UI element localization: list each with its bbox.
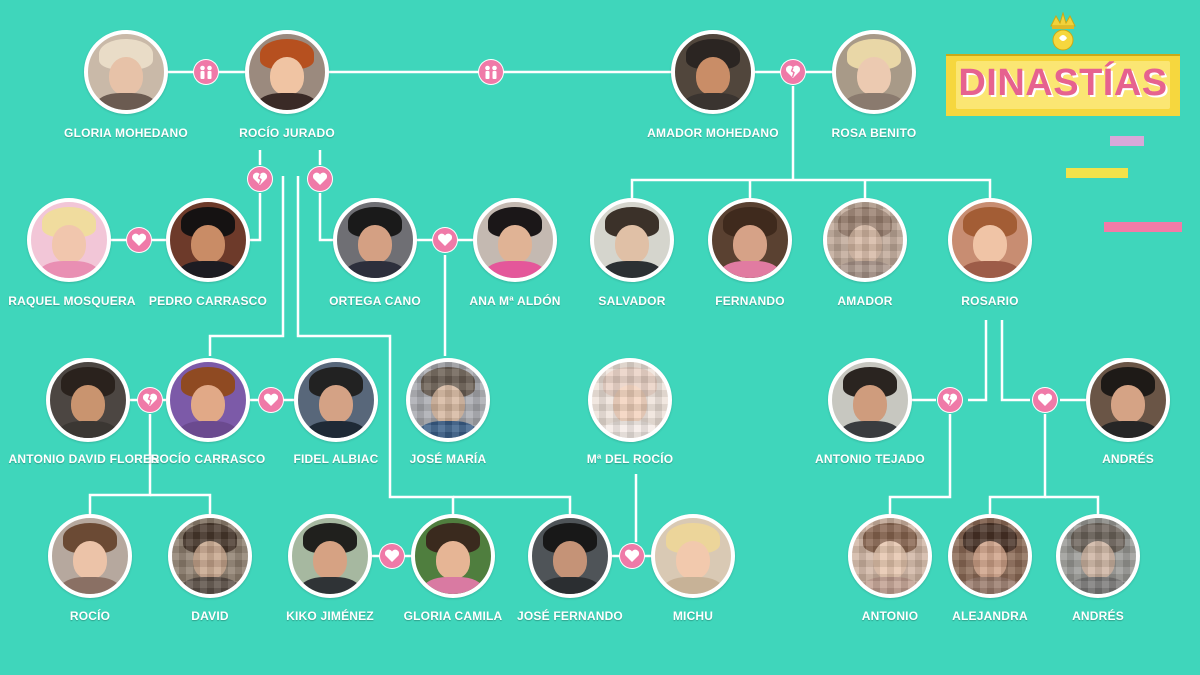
name-label: ROCÍO JURADO bbox=[239, 126, 335, 140]
broken-heart-icon bbox=[137, 387, 163, 413]
portrait-david-pixelated bbox=[168, 514, 252, 598]
name-label: GLORIA CAMILA bbox=[403, 609, 503, 623]
siblings-icon bbox=[478, 59, 504, 85]
name-label: JOSÉ MARÍA bbox=[409, 452, 487, 466]
name-label: ANA Mª ALDÓN bbox=[469, 294, 561, 308]
portrait-raquel-mosquera bbox=[27, 198, 111, 282]
heart-icon bbox=[258, 387, 284, 413]
portrait-rosario bbox=[948, 198, 1032, 282]
portrait-fidel-albiac bbox=[294, 358, 378, 442]
name-label: ANDRÉS bbox=[1102, 452, 1154, 466]
name-label: ROSA BENITO bbox=[831, 126, 917, 140]
portrait-ana-aldon bbox=[473, 198, 557, 282]
broken-heart-icon bbox=[247, 166, 273, 192]
name-label: MICHU bbox=[672, 609, 714, 623]
heart-icon bbox=[432, 227, 458, 253]
name-label: ANTONIO bbox=[861, 609, 919, 623]
portrait-gloria-mohedano bbox=[84, 30, 168, 114]
heart-icon bbox=[126, 227, 152, 253]
portrait-antonio-pixelated bbox=[848, 514, 932, 598]
name-label: Mª DEL ROCÍO bbox=[586, 452, 674, 466]
name-label: FERNANDO bbox=[715, 294, 785, 308]
name-label: ANTONIO DAVID FLORES bbox=[8, 452, 160, 466]
heart-icon bbox=[1032, 387, 1058, 413]
portrait-ma-del-rocio-pixelated bbox=[588, 358, 672, 442]
dinastias-logo: DINASTÍAS bbox=[946, 12, 1180, 116]
portrait-rocio-jurado bbox=[245, 30, 329, 114]
portrait-ortega-cano bbox=[333, 198, 417, 282]
portrait-fernando bbox=[708, 198, 792, 282]
broken-heart-icon bbox=[937, 387, 963, 413]
name-label: GLORIA MOHEDANO bbox=[64, 126, 188, 140]
name-label: ORTEGA CANO bbox=[329, 294, 421, 308]
decorative-bar-lilac bbox=[1110, 136, 1144, 146]
name-label: AMADOR bbox=[837, 294, 893, 308]
name-label: JOSÉ FERNANDO bbox=[517, 609, 623, 623]
portrait-gloria-camila bbox=[411, 514, 495, 598]
heart-icon bbox=[619, 543, 645, 569]
name-label: SALVADOR bbox=[598, 294, 666, 308]
decorative-bar-pink bbox=[1104, 222, 1182, 232]
portrait-salvador bbox=[590, 198, 674, 282]
name-label: KIKO JIMÉNEZ bbox=[286, 609, 374, 623]
portrait-alejandra-pixelated bbox=[948, 514, 1032, 598]
portrait-antonio-david-flores bbox=[46, 358, 130, 442]
broken-heart-icon bbox=[780, 59, 806, 85]
portrait-rosa-benito bbox=[832, 30, 916, 114]
name-label: ROCÍO bbox=[69, 609, 111, 623]
crown-icon bbox=[1050, 12, 1076, 51]
name-label: ROCÍO CARRASCO bbox=[150, 452, 266, 466]
portrait-michu bbox=[651, 514, 735, 598]
name-label: AMADOR MOHEDANO bbox=[647, 126, 779, 140]
portrait-kiko-jimenez bbox=[288, 514, 372, 598]
name-label: ALEJANDRA bbox=[952, 609, 1028, 623]
name-label: FIDEL ALBIAC bbox=[293, 452, 379, 466]
logo-title: DINASTÍAS bbox=[958, 62, 1168, 104]
portrait-pedro-carrasco bbox=[166, 198, 250, 282]
name-label: ANDRÉS bbox=[1072, 609, 1124, 623]
heart-icon bbox=[307, 166, 333, 192]
portrait-andres-adult bbox=[1086, 358, 1170, 442]
portrait-antonio-tejado bbox=[828, 358, 912, 442]
decorative-bar-yellow bbox=[1066, 168, 1128, 178]
portrait-jose-fernando bbox=[528, 514, 612, 598]
heart-icon bbox=[379, 543, 405, 569]
siblings-icon bbox=[193, 59, 219, 85]
portrait-rocio bbox=[48, 514, 132, 598]
portrait-jose-maria-pixelated bbox=[406, 358, 490, 442]
portrait-rocio-carrasco bbox=[166, 358, 250, 442]
portrait-andres-child-pixelated bbox=[1056, 514, 1140, 598]
name-label: ANTONIO TEJADO bbox=[815, 452, 925, 466]
name-label: DAVID bbox=[191, 609, 229, 623]
name-label: ROSARIO bbox=[961, 294, 1019, 308]
name-label: PEDRO CARRASCO bbox=[148, 294, 268, 308]
portrait-amador-mohedano bbox=[671, 30, 755, 114]
name-label: RAQUEL MOSQUERA bbox=[8, 294, 136, 308]
portrait-amador-pixelated bbox=[823, 198, 907, 282]
